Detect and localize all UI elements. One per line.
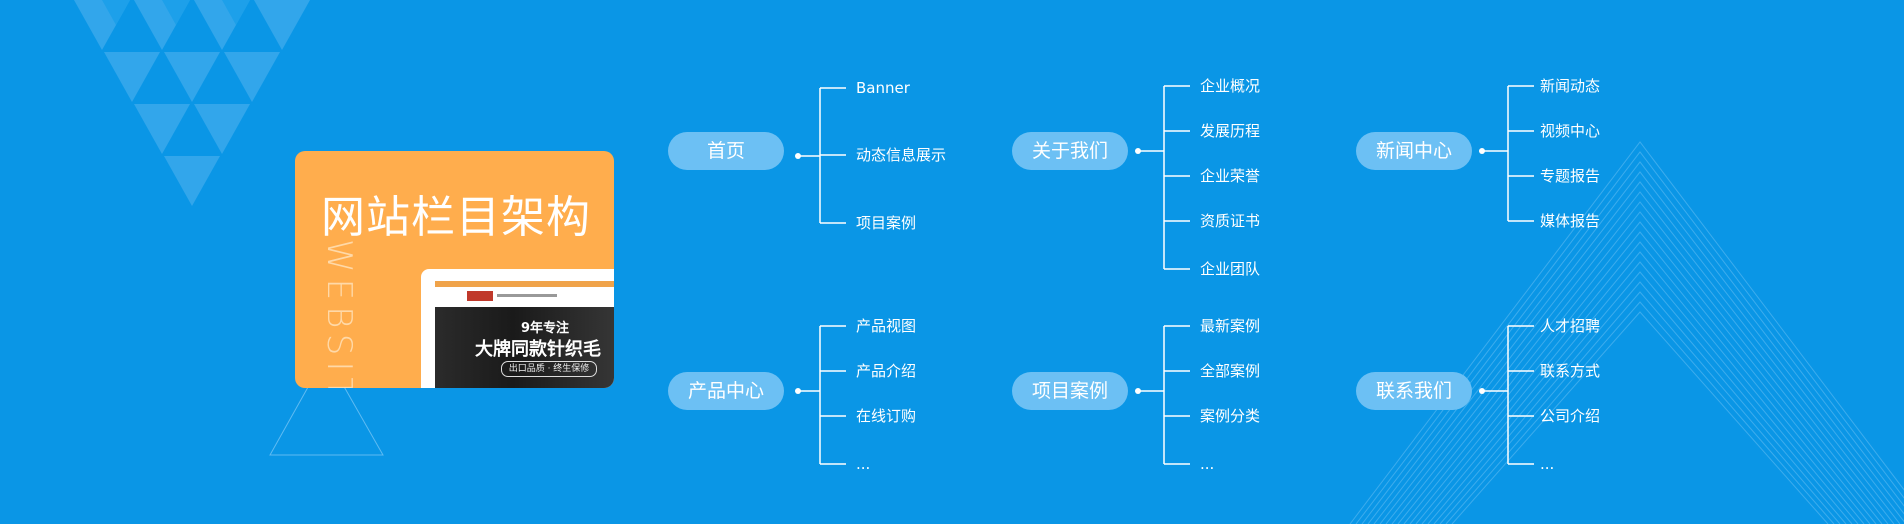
leaf-cases-2: 全部案例: [1200, 362, 1261, 380]
card-title: 网站栏目架构: [321, 192, 591, 243]
title-card: 网站栏目架构 WEBSITE 9年专注 大牌同款针织毛 出口品质 · 终生保修: [295, 151, 614, 388]
mockup-header-line: [497, 294, 557, 297]
leaf-about-1: 企业概况: [1200, 77, 1261, 95]
node-contact: 联系我们: [1356, 372, 1472, 410]
node-cases: 项目案例: [1012, 372, 1128, 410]
leaf-products-3: 在线订购: [856, 407, 917, 425]
mockup-topbar: [435, 281, 614, 287]
leaf-contact-4: ...: [1540, 455, 1555, 473]
mockup-banner-image: [435, 307, 614, 388]
leaf-contact-3: 公司介绍: [1540, 407, 1601, 425]
leaf-about-3: 企业荣誉: [1200, 167, 1261, 185]
leaf-news-4: 媒体报告: [1540, 212, 1601, 230]
leaf-about-5: 企业团队: [1200, 260, 1261, 278]
leaf-contact-1: 人才招聘: [1540, 317, 1601, 335]
mockup-headline-2: 大牌同款针织毛: [475, 339, 601, 360]
website-mockup: 9年专注 大牌同款针织毛 出口品质 · 终生保修: [421, 269, 614, 388]
leaf-home-1: Banner: [856, 79, 910, 97]
leaf-products-4: ...: [856, 455, 871, 473]
mockup-headline-1: 9年专注: [521, 321, 570, 336]
leaf-news-3: 专题报告: [1540, 167, 1601, 185]
leaf-news-1: 新闻动态: [1540, 77, 1601, 95]
mockup-button: 出口品质 · 终生保修: [501, 361, 597, 377]
node-home: 首页: [668, 132, 784, 170]
leaf-about-4: 资质证书: [1200, 212, 1261, 230]
leaf-home-2: 动态信息展示: [856, 146, 947, 164]
leaf-home-3: 项目案例: [856, 214, 917, 232]
mockup-logo: [467, 291, 493, 301]
leaf-products-2: 产品介绍: [856, 362, 917, 380]
leaf-news-2: 视频中心: [1540, 122, 1601, 140]
leaf-cases-4: ...: [1200, 455, 1215, 473]
node-about: 关于我们: [1012, 132, 1128, 170]
leaf-products-1: 产品视图: [856, 317, 917, 335]
node-news: 新闻中心: [1356, 132, 1472, 170]
leaf-cases-3: 案例分类: [1200, 407, 1261, 425]
leaf-contact-2: 联系方式: [1540, 362, 1601, 380]
leaf-about-2: 发展历程: [1200, 122, 1261, 140]
card-vertical-text: WEBSITE: [319, 239, 359, 388]
leaf-cases-1: 最新案例: [1200, 317, 1261, 335]
node-products: 产品中心: [668, 372, 784, 410]
